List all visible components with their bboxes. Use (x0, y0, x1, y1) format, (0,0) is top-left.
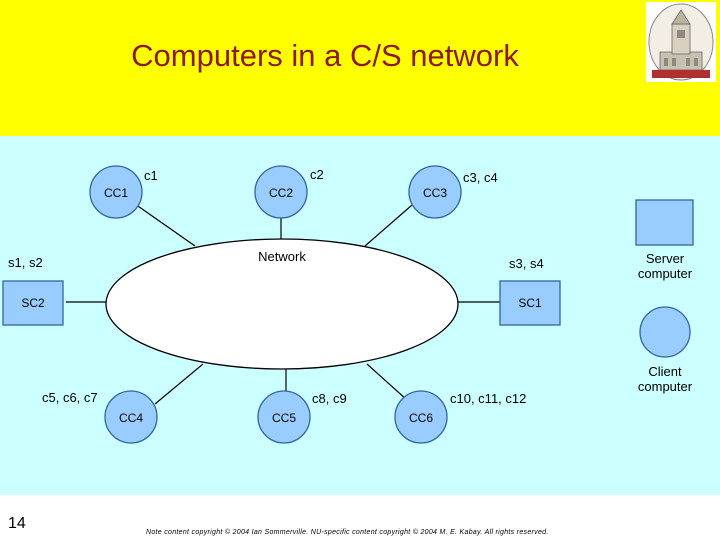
server-id-sc1: SC1 (518, 296, 542, 310)
slide-number: 14 (8, 515, 26, 532)
link-cc1 (134, 203, 196, 247)
legend-server-label-line1: Server (646, 251, 685, 266)
legend-server-icon (635, 199, 694, 246)
legend-client-label-line2: computer (638, 379, 693, 394)
client-services-cc5: c8, c9 (312, 391, 347, 406)
client-id-cc6: CC6 (409, 411, 433, 425)
connector-lines (66, 203, 500, 405)
server-id-sc2: SC2 (21, 296, 45, 310)
diagram-canvas: Network CC1 c1 CC2 c2 CC3 c3, c4 SC2 s1,… (2, 165, 694, 444)
link-cc3 (364, 204, 413, 247)
client-node-cc2 (254, 165, 308, 219)
university-building-logo-icon (646, 2, 716, 82)
cs-network-diagram: Network CC1 c1 CC2 c2 CC3 c3, c4 SC2 s1,… (0, 136, 720, 495)
copyright-footnote: Note content copyright © 2004 Ian Sommer… (146, 529, 549, 536)
client-services-cc1: c1 (144, 168, 158, 183)
slide-header: Computers in a C/S network (0, 0, 720, 136)
client-node-cc3 (408, 165, 462, 219)
client-node-cc5 (257, 390, 311, 444)
network-ellipse (105, 238, 459, 370)
client-node-cc6 (394, 390, 448, 444)
client-node-cc4 (104, 390, 158, 444)
legend-client-icon (639, 306, 691, 358)
client-id-cc3: CC3 (423, 186, 447, 200)
network-label: Network (258, 249, 306, 264)
client-id-cc2: CC2 (269, 186, 293, 200)
server-services-sc1: s3, s4 (509, 256, 544, 271)
link-cc4 (154, 363, 204, 405)
slide-title: Computers in a C/S network (131, 38, 519, 73)
link-cc6 (366, 363, 408, 401)
client-id-cc4: CC4 (119, 411, 143, 425)
client-services-cc6: c10, c11, c12 (450, 391, 526, 406)
legend-server-label-line2: computer (638, 266, 693, 281)
client-services-cc4: c5, c6, c7 (42, 390, 98, 405)
legend-client-label-line1: Client (648, 364, 682, 379)
client-id-cc1: CC1 (104, 186, 128, 200)
server-node-sc2 (2, 280, 64, 326)
server-node-sc1 (499, 280, 561, 326)
client-id-cc5: CC5 (272, 411, 296, 425)
server-services-sc2: s1, s2 (8, 255, 43, 270)
client-services-cc3: c3, c4 (463, 170, 498, 185)
client-node-cc1 (89, 165, 143, 219)
client-services-cc2: c2 (310, 167, 324, 182)
